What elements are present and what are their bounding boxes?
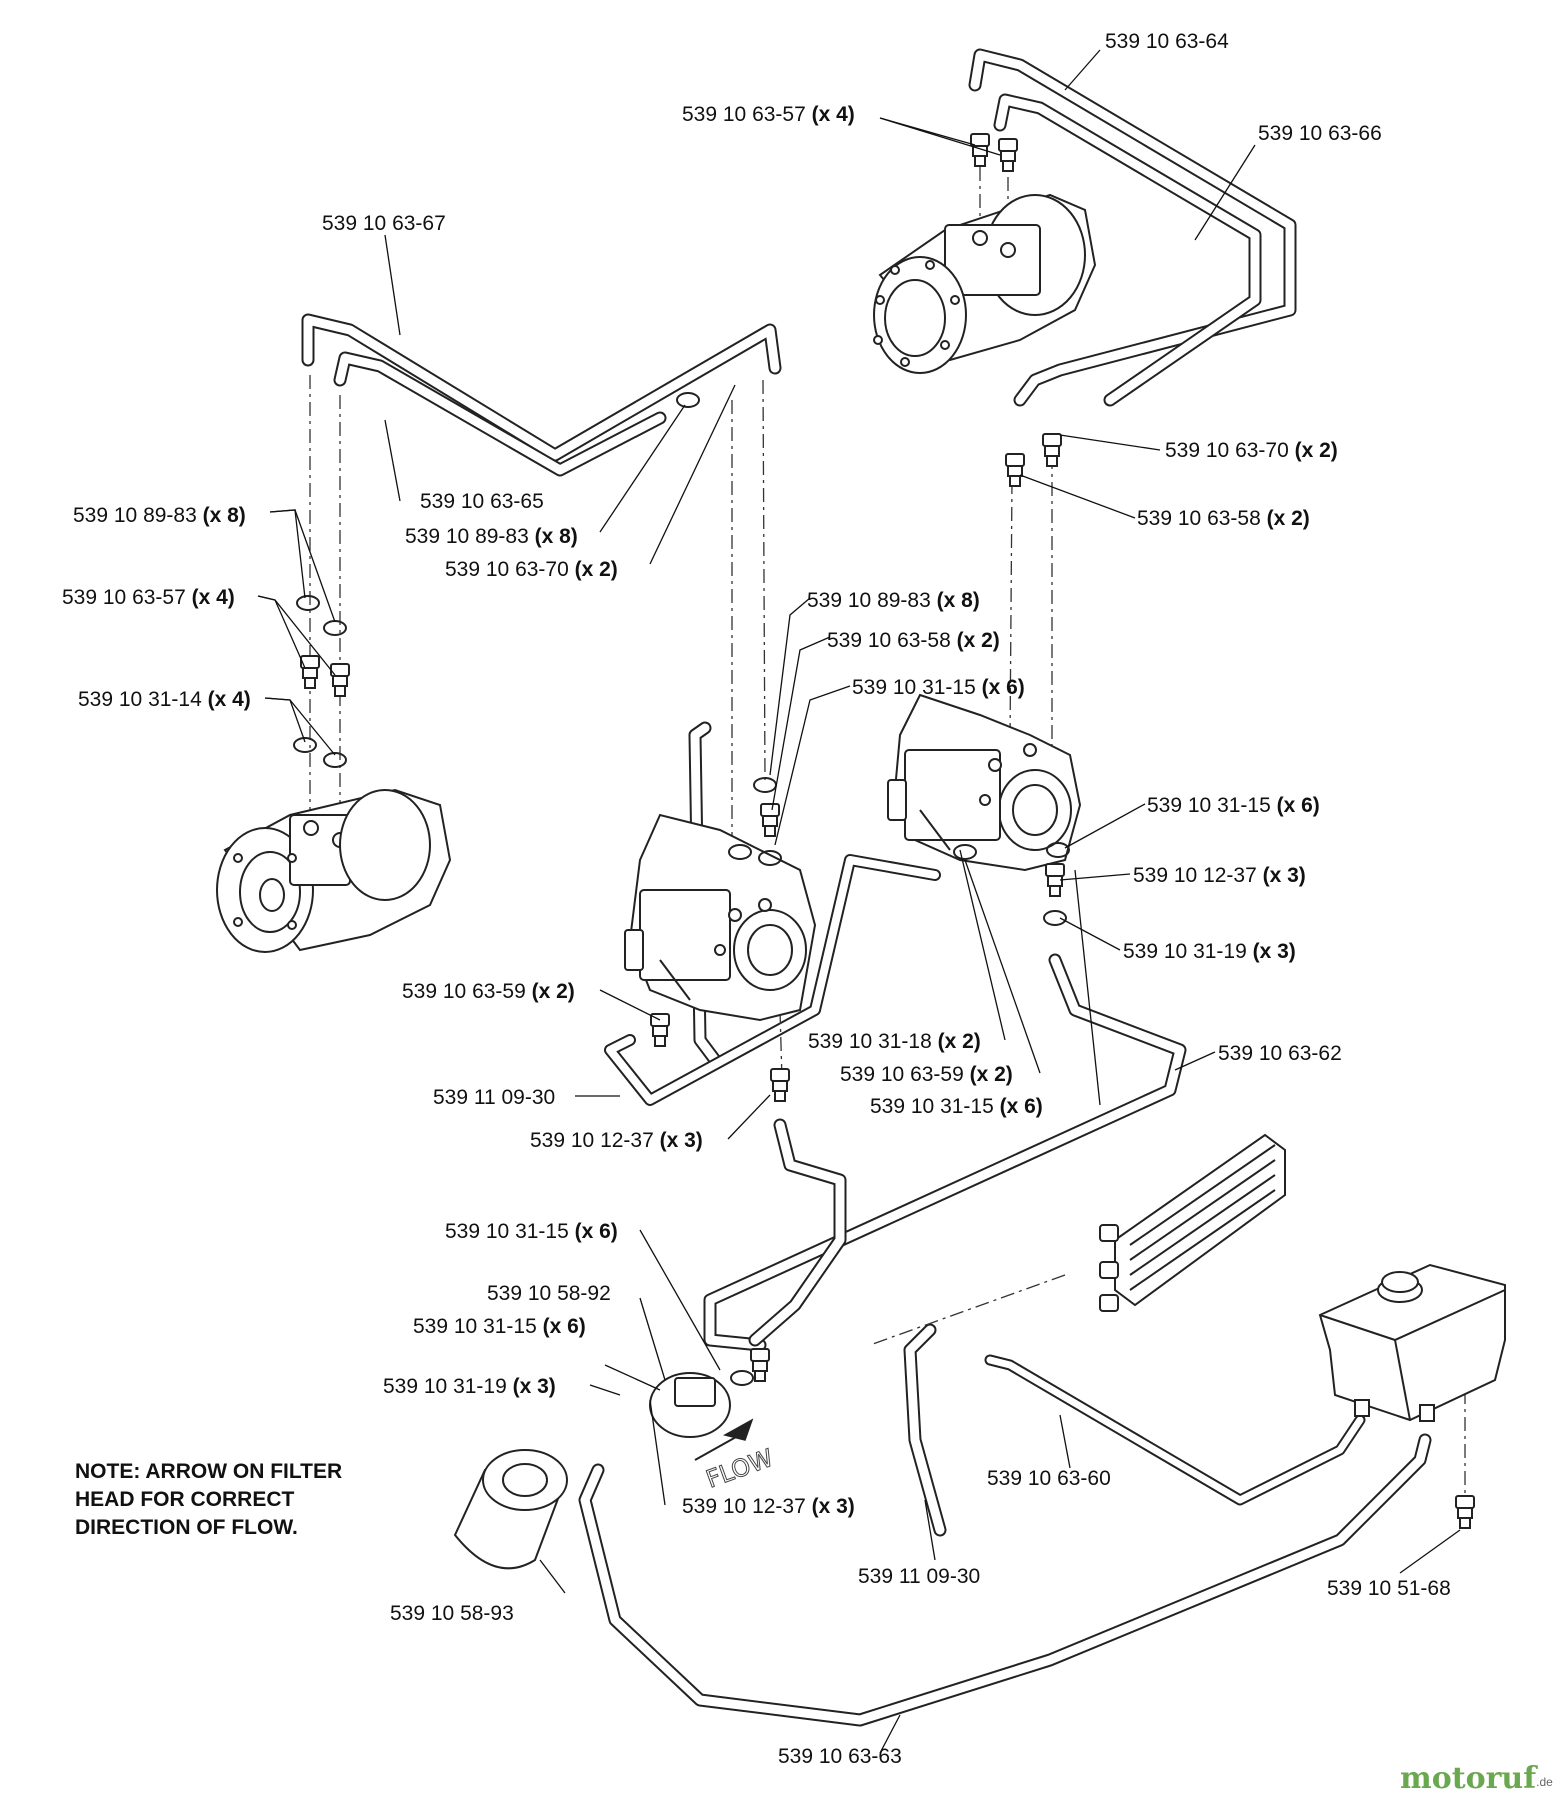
part-label: 539 10 31-15 (x 6) <box>445 1220 618 1243</box>
motoruf-watermark: motoruf.de <box>1400 1761 1553 1796</box>
part-label: 539 10 58-93 <box>390 1602 514 1625</box>
part-label: 539 10 12-37 (x 3) <box>1133 864 1306 887</box>
part-label: 539 10 89-83 (x 8) <box>73 504 246 527</box>
part-label: 539 10 31-14 (x 4) <box>78 688 251 711</box>
part-labels: 539 10 63-64 539 10 63-57 (x 4) 539 10 6… <box>62 30 1451 1768</box>
part-label: 539 10 63-57 (x 4) <box>682 103 855 126</box>
part-label: 539 10 58-92 <box>487 1282 611 1305</box>
part-label: 539 10 89-83 (x 8) <box>405 525 578 548</box>
part-label: 539 10 63-59 (x 2) <box>402 980 575 1003</box>
part-label: 539 10 31-15 (x 6) <box>852 676 1025 699</box>
assembly-note: NOTE: ARROW ON FILTER HEAD FOR CORRECT D… <box>75 1460 342 1539</box>
svg-text:motoruf.de: motoruf.de <box>1400 1761 1553 1796</box>
assembly-centerlines <box>309 140 1466 1520</box>
hydraulic-hoses <box>301 48 1432 1727</box>
part-label: 539 10 63-65 <box>420 490 544 513</box>
left-wheel-motor <box>216 788 452 953</box>
oil-reservoir <box>1318 1263 1506 1422</box>
right-hydrostatic-pump <box>887 693 1082 872</box>
filter-assembly <box>453 1372 731 1570</box>
part-label: 539 10 63-64 <box>1105 30 1229 53</box>
watermark-suffix: .de <box>1536 1775 1553 1789</box>
watermark-name: motoruf <box>1400 1761 1538 1796</box>
part-label: 539 11 09-30 <box>858 1565 980 1588</box>
part-label: 539 10 31-15 (x 6) <box>1147 794 1320 817</box>
part-label: 539 10 31-15 (x 6) <box>870 1095 1043 1118</box>
part-label: 539 10 63-59 (x 2) <box>840 1063 1013 1086</box>
part-label: 539 10 63-70 (x 2) <box>445 558 618 581</box>
part-label: 539 10 31-19 (x 3) <box>383 1375 556 1398</box>
part-label: 539 10 31-18 (x 2) <box>808 1030 981 1053</box>
part-label: 539 10 63-58 (x 2) <box>827 629 1000 652</box>
right-wheel-motor <box>873 193 1097 374</box>
note-line: NOTE: ARROW ON FILTER <box>75 1460 342 1483</box>
part-label: 539 10 31-15 (x 6) <box>413 1315 586 1338</box>
leader-lines <box>257 49 1461 1754</box>
part-label: 539 10 63-70 (x 2) <box>1165 439 1338 462</box>
part-label: 539 10 89-83 (x 8) <box>807 589 980 612</box>
part-label: 539 11 09-30 <box>433 1086 555 1109</box>
part-label: 539 10 12-37 (x 3) <box>530 1129 703 1152</box>
flow-marking: FLOW <box>702 1444 776 1494</box>
part-label: 539 10 63-58 (x 2) <box>1137 507 1310 530</box>
note-line: HEAD FOR CORRECT <box>75 1488 295 1511</box>
part-label: 539 10 31-19 (x 3) <box>1123 940 1296 963</box>
oil-cooler <box>1099 1133 1286 1312</box>
part-label: 539 10 63-66 <box>1258 122 1382 145</box>
part-label: 539 10 63-67 <box>322 212 446 235</box>
part-label: 539 10 63-63 <box>778 1745 902 1768</box>
part-label: 539 10 63-60 <box>987 1467 1111 1490</box>
part-label: 539 10 63-57 (x 4) <box>62 586 235 609</box>
part-label: 539 10 12-37 (x 3) <box>682 1495 855 1518</box>
part-label: 539 10 63-62 <box>1218 1042 1342 1065</box>
left-hydrostatic-pump <box>624 813 817 1022</box>
part-label: 539 10 51-68 <box>1327 1577 1451 1600</box>
note-line: DIRECTION OF FLOW. <box>75 1516 298 1539</box>
